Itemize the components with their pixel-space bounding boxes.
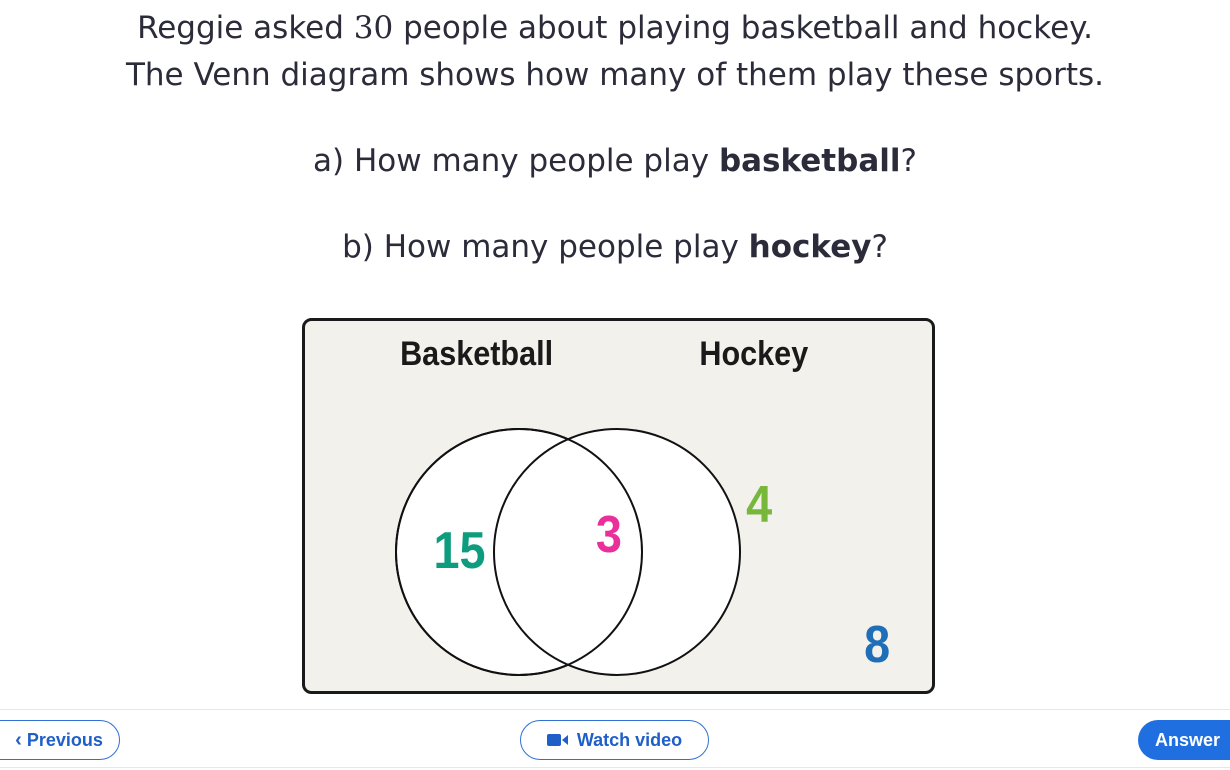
neither-count: 8 (864, 616, 890, 674)
hockey-circle (493, 428, 741, 676)
venn-diagram: Basketball Hockey 15 3 4 8 (302, 318, 935, 694)
question-line-1: Reggie asked 30 people about playing bas… (0, 5, 1230, 52)
question-line-2: The Venn diagram shows how many of them … (125, 57, 1105, 93)
part-a-question-mark: ? (900, 143, 917, 179)
question-text: Reggie asked (137, 10, 354, 46)
watch-video-button[interactable]: Watch video (520, 720, 709, 760)
venn-svg: Basketball Hockey 15 3 4 8 (302, 318, 935, 694)
both-sports-count: 3 (596, 506, 622, 564)
previous-button[interactable]: ‹ Previous (0, 720, 120, 760)
answer-label: Answer (1155, 729, 1221, 750)
question-part-b: b) How many people play hockey? (0, 224, 1230, 271)
part-b-text: b) How many people play (342, 229, 749, 265)
watch-video-label: Watch video (576, 729, 683, 750)
basketball-only-count: 15 (433, 522, 485, 580)
hockey-label: Hockey (699, 335, 808, 373)
question-text: people about playing basketball and hock… (393, 10, 1093, 46)
part-a-keyword: basketball (718, 143, 901, 179)
part-b-keyword: hockey (748, 229, 872, 265)
previous-label: Previous (26, 729, 103, 750)
answer-button[interactable]: Answer (1138, 720, 1230, 760)
part-a-text: a) How many people play (313, 143, 719, 179)
part-b-question-mark: ? (871, 229, 888, 265)
chevron-left-icon: ‹ (15, 728, 22, 751)
basketball-circle-outline (395, 428, 643, 676)
question-part-a: a) How many people play basketball? (0, 138, 1230, 185)
footer-bottom-divider (0, 767, 1230, 768)
video-camera-icon (546, 734, 568, 746)
basketball-label: Basketball (400, 335, 553, 373)
hockey-only-count: 4 (746, 476, 772, 534)
question-number: 30 (353, 10, 394, 46)
footer-divider (0, 709, 1230, 710)
